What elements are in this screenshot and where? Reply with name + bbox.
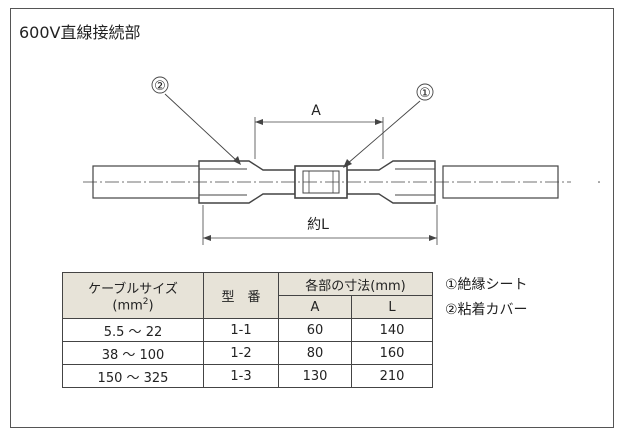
header-cable-size: ケーブルサイズ (mm2) <box>62 272 204 319</box>
cell-a: 60 <box>278 318 352 342</box>
callout-1-label: ① <box>419 86 431 101</box>
cell-l: 140 <box>351 318 433 342</box>
cell-a: 80 <box>278 341 352 365</box>
table-row: 38 ～ 100 1-2 80 160 <box>62 341 433 365</box>
table-row: 5.5 ～ 22 1-1 60 140 <box>62 318 433 342</box>
header-dimensions: 各部の寸法(mm) <box>278 272 433 296</box>
figure-frame: 600V直線接続部 A 約L ② <box>10 8 614 428</box>
legend-item-insulation-sheet: ①絶縁シート <box>445 277 528 293</box>
header-a: A <box>278 295 352 319</box>
cell-a: 130 <box>278 364 352 388</box>
cell-model: 1-1 <box>203 318 279 342</box>
header-l: L <box>351 295 433 319</box>
dimension-l-label: 約L <box>307 217 329 233</box>
table-header-row: ケーブルサイズ (mm2) 型 番 各部の寸法(mm) <box>62 272 433 319</box>
cell-size: 150 ～ 325 <box>62 364 204 388</box>
header-model: 型 番 <box>203 272 279 319</box>
figure-title: 600V直線接続部 <box>19 23 141 42</box>
table-row: 150 ～ 325 1-3 130 210 <box>62 364 433 388</box>
parts-legend: ①絶縁シート ②粘着カバー <box>445 273 528 323</box>
cell-model: 1-2 <box>203 341 279 365</box>
table-subheader-row: A L <box>63 295 433 319</box>
cable-joint-diagram: A 約L ② ① <box>83 76 600 245</box>
callout-2-label: ② <box>154 79 166 94</box>
callout-2-leader <box>164 93 238 162</box>
cell-size: 5.5 ～ 22 <box>62 318 204 342</box>
cell-size: 38 ～ 100 <box>62 341 204 365</box>
dimension-table: ケーブルサイズ (mm2) 型 番 各部の寸法(mm) A L 5.5 ～ 22… <box>62 272 433 388</box>
cell-l: 160 <box>351 341 433 365</box>
dimension-a-label: A <box>311 103 321 119</box>
callout-1-leader <box>346 100 421 165</box>
cell-l: 210 <box>351 364 433 388</box>
cell-model: 1-3 <box>203 364 279 388</box>
legend-item-adhesive-cover: ②粘着カバー <box>445 302 528 318</box>
